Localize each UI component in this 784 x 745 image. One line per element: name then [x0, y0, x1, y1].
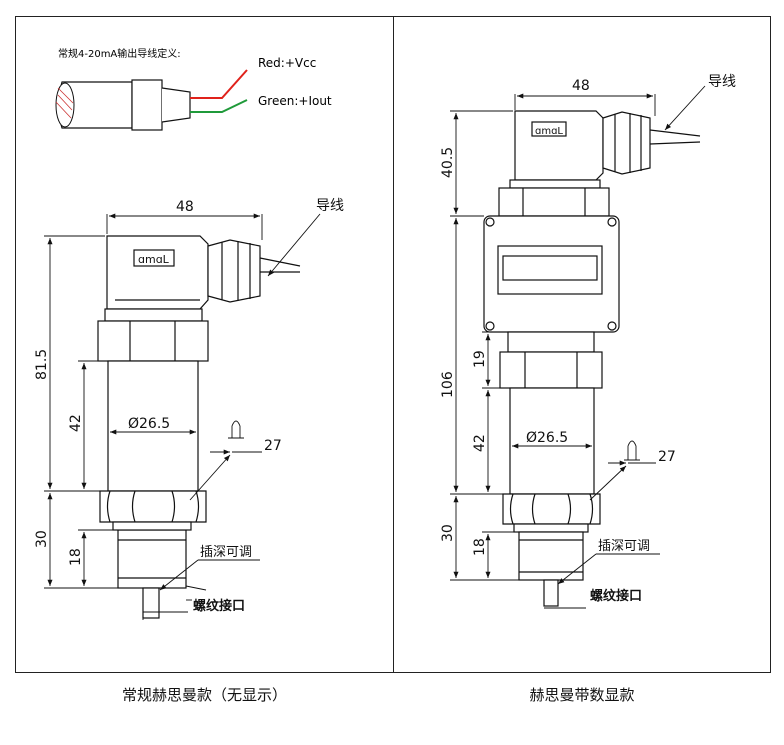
- right-diameter-label: Ø26.5: [526, 430, 568, 446]
- right-width-dim: 48: [572, 78, 590, 94]
- right-neck-dim: 19: [472, 350, 488, 368]
- right-dimensions: [450, 85, 706, 609]
- left-wrench-dim: 27: [264, 438, 282, 454]
- wiring-title: 常规4-20mA输出导线定义:: [58, 47, 181, 60]
- right-body-height-dim: 42: [472, 434, 488, 452]
- left-thread-label: 螺纹接口: [193, 598, 245, 614]
- left-brand-logo: ɑmɑL: [138, 253, 170, 266]
- left-body-height-dim: 42: [68, 414, 84, 432]
- right-dim-labels: 48 导线 40.5 106 19 42 Ø26.5 27 30 18 插深可调…: [440, 74, 736, 604]
- right-cable-label: 导线: [708, 74, 736, 90]
- left-total-height-dim: 81.5: [34, 349, 50, 380]
- left-diameter-label: Ø26.5: [128, 416, 170, 432]
- left-thread-total-dim: 30: [34, 530, 50, 548]
- left-dim-labels: 48 导线 81.5 42 Ø26.5 27 30 18 插深可调 螺纹接口: [34, 198, 344, 614]
- right-insert-label: 插深可调: [598, 539, 650, 554]
- right-transmitter-drawing: [483, 110, 701, 607]
- right-brand-logo: ɑmɑL: [535, 126, 563, 137]
- right-wrench-dim: 27: [658, 449, 676, 465]
- right-total-height-dim: 106: [440, 371, 456, 398]
- right-thread-dim: 18: [472, 538, 488, 556]
- right-panel: [393, 16, 771, 673]
- right-thread-label: 螺纹接口: [590, 588, 642, 604]
- green-wire-label: Green:+Iout: [258, 94, 332, 108]
- wiring-diagram: 常规4-20mA输出导线定义: Red:+Vcc Green:+Iout: [55, 47, 332, 131]
- red-wire-label: Red:+Vcc: [258, 56, 316, 70]
- left-caption: 常规赫思曼款（无显示）: [121, 686, 287, 704]
- right-caption: 赫思曼带数显款: [529, 686, 635, 704]
- left-thread-dim: 18: [68, 548, 84, 566]
- right-thread-total-dim: 30: [440, 524, 456, 542]
- right-top-height-dim: 40.5: [440, 147, 456, 178]
- left-insert-label: 插深可调: [200, 545, 252, 560]
- left-dimensions: [44, 213, 321, 620]
- left-width-dim: 48: [176, 199, 194, 215]
- left-cable-label: 导线: [316, 198, 344, 214]
- green-wire: [190, 99, 248, 113]
- red-wire: [190, 69, 248, 99]
- left-transmitter-drawing: [97, 235, 301, 619]
